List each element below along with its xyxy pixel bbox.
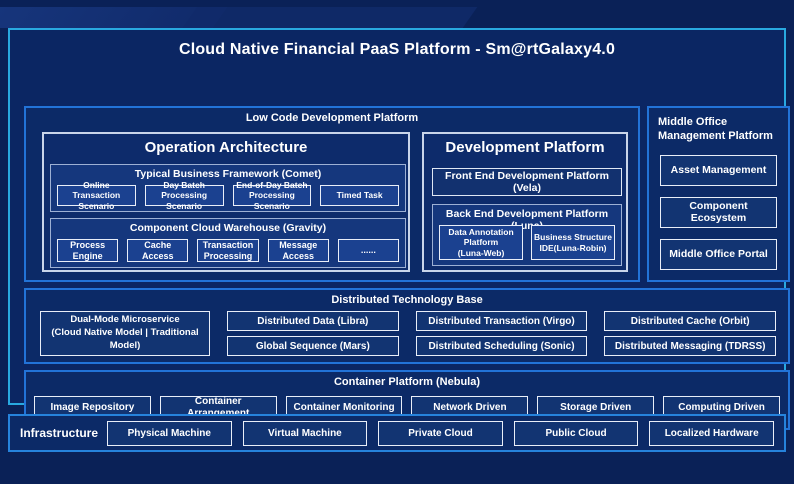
- comet-item: End-of-Day Batch Processing Scenario: [232, 180, 312, 211]
- box-development-platform: Development Platform Front End Developme…: [422, 132, 628, 272]
- section-infrastructure: Infrastructure Physical Machine Virtual …: [8, 414, 786, 452]
- comet-item: Online Transaction Scenario: [57, 180, 136, 211]
- infrastructure-item: Localized Hardware: [649, 420, 774, 446]
- comet-items-row: Online Transaction Scenario Day Batch Pr…: [57, 180, 399, 211]
- section-middle-office-management-platform: Middle Office Management Platform Asset …: [647, 106, 790, 282]
- gravity-item: Process Engine: [57, 239, 119, 262]
- luna-item: Business Structure IDE(Luna-Robin): [531, 225, 615, 260]
- box-back-end-development-platform-luna: Back End Development Platform (Luna) Dat…: [432, 204, 622, 266]
- comet-item: Day Batch Processing Scenario: [144, 180, 224, 211]
- section-distributed-technology-base: Distributed Technology Base Dual-Mode Mi…: [24, 288, 790, 364]
- infrastructure-item: Public Cloud: [513, 420, 639, 446]
- distributed-item: Distributed Data (Libra): [227, 311, 399, 331]
- gravity-item: Transaction Processing: [197, 239, 259, 262]
- box-operation-architecture: Operation Architecture Typical Business …: [42, 132, 410, 272]
- gravity-item: Cache Access: [127, 239, 189, 262]
- gravity-item: ......: [337, 239, 400, 262]
- middle-office-item: Asset Management: [660, 154, 777, 186]
- infrastructure-item: Physical Machine: [107, 420, 232, 446]
- distributed-items: Dual-Mode Microservice (Cloud Native Mod…: [40, 311, 777, 356]
- distributed-item: Global Sequence (Mars): [227, 336, 399, 356]
- infrastructure-item: Private Cloud: [378, 420, 503, 446]
- page-title: Cloud Native Financial PaaS Platform - S…: [178, 41, 616, 58]
- box-front-end-development-platform-vela: Front End Development Platform (Vela): [432, 168, 622, 196]
- gravity-item: Message Access: [267, 239, 329, 262]
- section-label: Infrastructure: [20, 426, 99, 440]
- section-label: Middle Office Management Platform: [658, 116, 773, 143]
- section-low-code-development-platform: Low Code Development Platform Operation …: [24, 106, 640, 282]
- sub-box-title: Typical Business Framework (Comet): [134, 168, 322, 180]
- distributed-item: Distributed Messaging (TDRSS): [604, 336, 777, 356]
- box-typical-business-framework-comet: Typical Business Framework (Comet) Onlin…: [50, 164, 406, 212]
- comet-item: Timed Task: [320, 185, 399, 206]
- infrastructure-item: Virtual Machine: [242, 420, 368, 446]
- box-component-cloud-warehouse-gravity: Component Cloud Warehouse (Gravity) Proc…: [50, 218, 406, 268]
- box-title: Operation Architecture: [144, 139, 308, 156]
- box-title: Development Platform: [445, 139, 605, 156]
- section-label: Distributed Technology Base: [331, 294, 483, 306]
- distributed-column: Distributed Cache (Orbit) Distributed Me…: [604, 311, 777, 356]
- distributed-item: Distributed Transaction (Virgo): [415, 311, 588, 331]
- luna-item: Data Annotation Platform (Luna-Web): [439, 225, 523, 260]
- gravity-items-row: Process Engine Cache Access Transaction …: [57, 239, 400, 262]
- distributed-item: Distributed Cache (Orbit): [604, 311, 777, 331]
- distributed-column: Distributed Transaction (Virgo) Distribu…: [415, 311, 588, 356]
- sub-box-title: Component Cloud Warehouse (Gravity): [129, 222, 327, 234]
- luna-items-row: Data Annotation Platform (Luna-Web) Busi…: [439, 225, 615, 260]
- section-label: Low Code Development Platform: [245, 112, 419, 124]
- header-decoration-stripe: [182, 7, 478, 28]
- section-label: Container Platform (Nebula): [333, 376, 481, 388]
- dual-mode-microservice-box: Dual-Mode Microservice (Cloud Native Mod…: [40, 311, 210, 356]
- distributed-column: Distributed Data (Libra) Global Sequence…: [227, 311, 399, 356]
- middle-office-item: Component Ecosystem: [660, 196, 777, 228]
- distributed-item: Distributed Scheduling (Sonic): [415, 336, 588, 356]
- platform-diagram: Cloud Native Financial PaaS Platform - S…: [8, 28, 790, 430]
- middle-office-item: Middle Office Portal: [660, 238, 777, 270]
